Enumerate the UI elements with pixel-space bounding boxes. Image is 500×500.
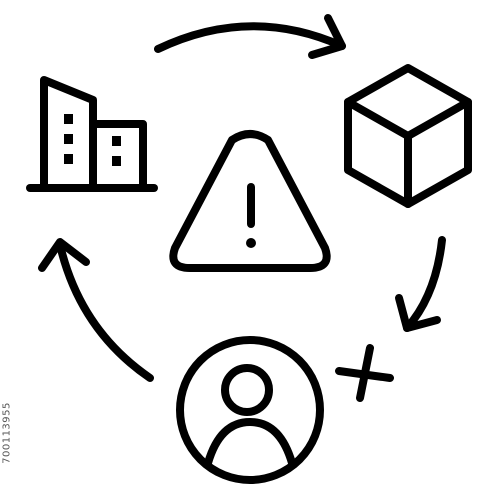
user-icon <box>176 336 324 484</box>
stock-id-text: 700113955 <box>1 402 13 464</box>
top-cycle-arrow-icon <box>154 14 346 59</box>
x-mark-icon <box>335 344 394 402</box>
cube-icon <box>344 64 472 208</box>
left-cycle-arrow-icon <box>38 238 154 382</box>
watermark-stock-id: 700113955 <box>0 383 14 483</box>
right-cycle-arrow-icon <box>395 236 446 332</box>
warning-icon <box>169 130 331 272</box>
buildings-icon <box>26 76 158 192</box>
